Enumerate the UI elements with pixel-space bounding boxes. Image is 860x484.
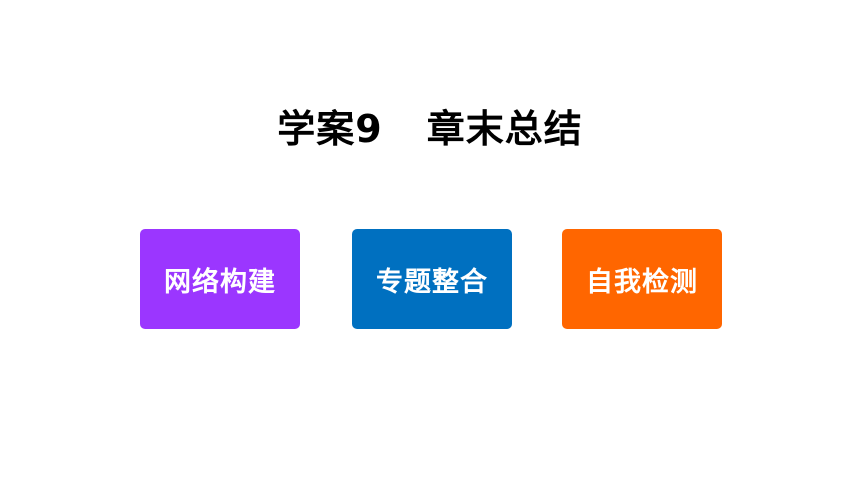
- title-chapter-summary: 章末总结: [426, 107, 583, 151]
- self-test-button[interactable]: 自我检测: [562, 229, 722, 329]
- title-lesson: 学案9: [277, 107, 383, 151]
- topic-integration-button[interactable]: 专题整合: [352, 229, 512, 329]
- network-construction-button[interactable]: 网络构建: [140, 229, 300, 329]
- page-title: 学案9 章末总结: [0, 98, 860, 153]
